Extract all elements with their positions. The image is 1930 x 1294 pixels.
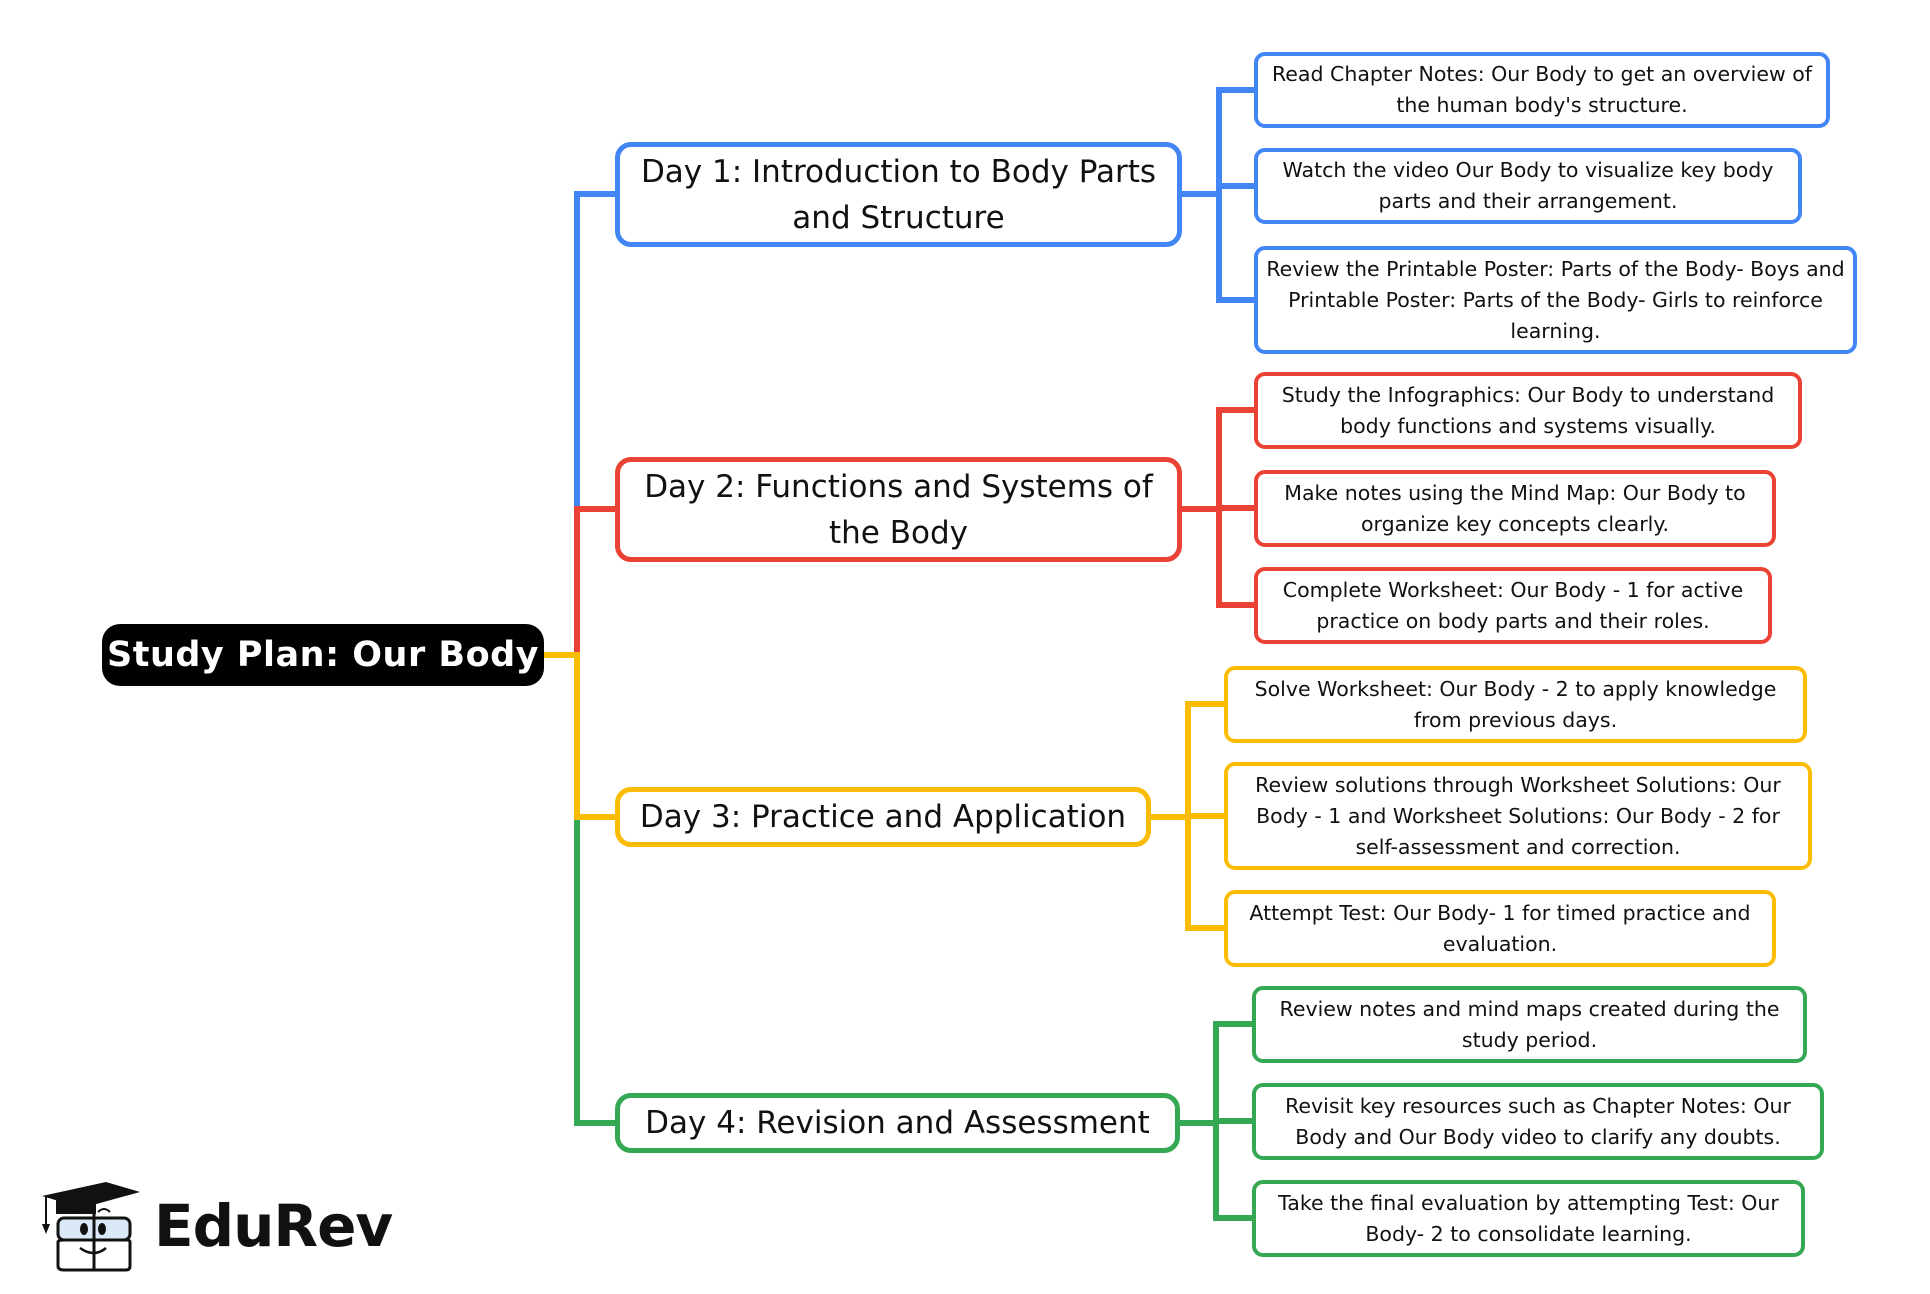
- root-node: Study Plan: Our Body: [102, 624, 544, 686]
- day-label: Day 2: Functions and Systems of the Body: [644, 468, 1153, 551]
- task-node: Review notes and mind maps created durin…: [1252, 986, 1807, 1063]
- day-label: Day 3: Practice and Application: [639, 799, 1127, 835]
- task-node: Watch the video Our Body to visualize ke…: [1254, 148, 1802, 224]
- root-label: Study Plan: Our Body: [107, 635, 539, 675]
- task-label: Revisit key resources such as Chapter No…: [1285, 1093, 1791, 1149]
- task-node: Review solutions through Worksheet Solut…: [1224, 762, 1812, 870]
- task-node: Revisit key resources such as Chapter No…: [1252, 1083, 1824, 1160]
- task-label: Read Chapter Notes: Our Body to get an o…: [1271, 62, 1813, 117]
- task-label: Review notes and mind maps created durin…: [1279, 996, 1780, 1052]
- edurev-logo: EduRev: [36, 1180, 393, 1272]
- day-node-1: Day 1: Introduction to Body Parts and St…: [615, 142, 1182, 247]
- day-node-2: Day 2: Functions and Systems of the Body: [615, 457, 1182, 562]
- task-label: Solve Worksheet: Our Body - 2 to apply k…: [1254, 676, 1777, 732]
- brand-name: EduRev: [154, 1192, 393, 1260]
- graduation-cap-mascot-icon: [42, 1182, 140, 1272]
- task-label: Watch the video Our Body to visualize ke…: [1282, 158, 1774, 213]
- task-label: Complete Worksheet: Our Body - 1 for act…: [1282, 577, 1744, 633]
- task-label: Study the Infographics: Our Body to unde…: [1281, 382, 1775, 438]
- day-node-3: Day 3: Practice and Application: [615, 787, 1151, 847]
- task-label: Attempt Test: Our Body- 1 for timed prac…: [1249, 900, 1751, 956]
- task-label: Make notes using the Mind Map: Our Body …: [1284, 480, 1746, 536]
- task-node: Take the final evaluation by attempting …: [1252, 1180, 1805, 1257]
- task-node: Attempt Test: Our Body- 1 for timed prac…: [1224, 890, 1776, 967]
- task-node: Complete Worksheet: Our Body - 1 for act…: [1254, 567, 1772, 644]
- task-node: Read Chapter Notes: Our Body to get an o…: [1254, 52, 1830, 128]
- day-label: Day 4: Revision and Assessment: [645, 1105, 1150, 1141]
- day-label: Day 1: Introduction to Body Parts and St…: [640, 153, 1157, 236]
- task-node: Make notes using the Mind Map: Our Body …: [1254, 470, 1776, 547]
- day-node-4: Day 4: Revision and Assessment: [615, 1093, 1180, 1153]
- task-label: Review solutions through Worksheet Solut…: [1255, 772, 1781, 859]
- task-label: Take the final evaluation by attempting …: [1278, 1190, 1779, 1246]
- task-label: Review the Printable Poster: Parts of th…: [1266, 256, 1845, 343]
- task-node: Study the Infographics: Our Body to unde…: [1254, 372, 1802, 449]
- task-node: Review the Printable Poster: Parts of th…: [1254, 246, 1857, 354]
- task-node: Solve Worksheet: Our Body - 2 to apply k…: [1224, 666, 1807, 743]
